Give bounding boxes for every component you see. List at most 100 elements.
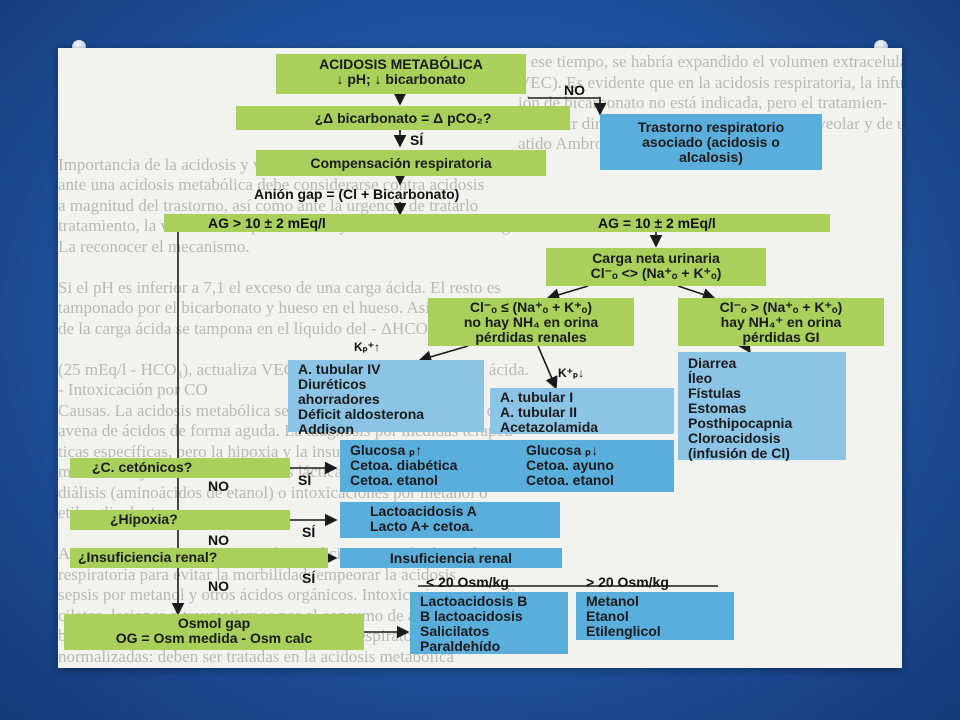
carga-neta-urinaria-box: Carga neta urinaria Cl⁻ₒ <> (Na⁺ₒ + K⁺ₒ) xyxy=(546,248,766,286)
acidosis-title: ACIDOSIS METABÓLICA xyxy=(319,56,483,72)
background-text-line: normalizadas: deben ser tratadas en la a… xyxy=(58,646,455,666)
label-no-4: NO xyxy=(208,578,229,594)
osmol-gap-box: Osmol gap OG = Osm medida - Osm calc xyxy=(64,614,364,650)
cl-le-line2: no hay NH₄ en orina xyxy=(463,314,599,330)
cl-gt-line3: pérdidas GI xyxy=(742,329,820,345)
glucosa-down-line: Glucosa ₚ↓ xyxy=(526,442,599,458)
background-text-line: Si el pH es inferior a 7,1 el exceso de … xyxy=(58,277,501,297)
ag-high-label: AG > 10 ± 2 mEq/l xyxy=(208,215,326,231)
diarrea-line: Cloroacidosis xyxy=(688,430,781,446)
compensacion-text: Compensación respiratoria xyxy=(310,154,492,171)
label-si-3: SÍ xyxy=(302,524,316,540)
glucosa-up-line: Cetoa. diabética xyxy=(350,457,458,473)
lacto-b-line: Paraldehído xyxy=(420,638,501,654)
label-si-1: SÍ xyxy=(410,132,424,148)
glucosa-up-line: Glucosa ₚ↑ xyxy=(350,442,423,458)
cl-gt-line1: Cl⁻ₒ > (Na⁺ₒ + K⁺ₒ) xyxy=(719,299,843,315)
insuficiencia-question: ¿Insuficiencia renal? xyxy=(70,548,328,568)
background-text-line: de la carga ácida se tampona en el líqui… xyxy=(58,318,506,338)
acidosis-metabolica-box: ACIDOSIS METABÓLICA ↓ pH; ↓ bicarbonato xyxy=(276,54,526,94)
slide: n ese tiempo, se habría expandido el vol… xyxy=(58,48,902,668)
compensacion-respiratoria-box: Compensación respiratoria xyxy=(256,150,546,176)
insuficiencia-renal-text: Insuficiencia renal xyxy=(389,549,513,566)
c-cetonicos-text: ¿C. cetónicos? xyxy=(92,459,193,475)
label-si-2: SÍ xyxy=(298,472,312,488)
diarrea-line: Estomas xyxy=(688,400,747,416)
background-text-line: n ese tiempo, se habría expandido el vol… xyxy=(518,52,902,71)
glucosa-down-line: Cetoa. etanol xyxy=(526,472,614,488)
carga-line1: Carga neta urinaria xyxy=(592,250,720,266)
c-cetonicos-question: ¿C. cetónicos? xyxy=(70,458,290,478)
delta-question-text: ¿Δ bicarbonato = Δ pCO₂? xyxy=(314,109,492,126)
background-text-line: sepsis por metanol y otros ácidos orgáni… xyxy=(58,585,522,604)
diarrea-line: Diarrea xyxy=(688,355,737,371)
tubular-iv-line: ahorradores xyxy=(298,391,380,407)
insuficiencia-renal-box: Insuficiencia renal xyxy=(340,548,562,568)
cl-le-line3: pérdidas renales xyxy=(475,329,587,345)
tubular-iv-line: A. tubular IV xyxy=(298,361,381,377)
metanol-line: Etanol xyxy=(586,608,629,624)
hipoxia-text: ¿Hipoxia? xyxy=(110,511,178,527)
tubular-i-line: A. tubular II xyxy=(500,404,577,420)
osmol-line1: Osmol gap xyxy=(177,615,251,631)
anion-gap-formula: Anión gap = (Cl + Bicarbonato) xyxy=(254,186,460,202)
cl-le-line1: Cl⁻ₒ ≤ (Na⁺ₒ + K⁺ₒ) xyxy=(469,299,593,315)
trastorno-respiratorio-box: Trastorno respiratorio asociado (acidosi… xyxy=(600,114,822,170)
diarrea-line: Fístulas xyxy=(688,385,741,401)
background-text-line: ión de bicarbonato no está indicada, per… xyxy=(518,93,888,112)
hipoxia-question: ¿Hipoxia? xyxy=(70,510,290,530)
lacto-b-line: B lactoacidosis xyxy=(420,608,523,624)
acidosis-subtitle: ↓ pH; ↓ bicarbonato xyxy=(336,71,466,87)
glucosa-down-line: Cetoa. ayuno xyxy=(526,457,614,473)
metanol-line: Metanol xyxy=(586,593,639,609)
tubular-i-line: Acetazolamida xyxy=(500,419,599,435)
delta-bicarbonato-question: ¿Δ bicarbonato = Δ pCO₂? xyxy=(236,106,570,130)
label-no-3: NO xyxy=(208,532,229,548)
cl-gt-line2: hay NH₄⁺ en orina xyxy=(720,314,842,330)
cl-gt-box: Cl⁻ₒ > (Na⁺ₒ + K⁺ₒ) hay NH₄⁺ en orina pé… xyxy=(678,298,884,346)
diarrea-line: Posthipocapnia xyxy=(688,415,793,431)
diarrea-line: Íleo xyxy=(688,370,713,386)
lacto-b-line: Salicilatos xyxy=(420,623,490,639)
label-si-4: SÍ xyxy=(302,570,316,586)
background-text-line: La reconocer el mecanismo. xyxy=(58,236,250,256)
kp-down-label: K⁺ₚ↓ xyxy=(558,366,585,380)
metanol-line: Etilenglicol xyxy=(586,623,661,639)
cl-le-box: Cl⁻ₒ ≤ (Na⁺ₒ + K⁺ₒ) no hay NH₄ en orina … xyxy=(428,298,634,346)
osmol-line2: OG = Osm medida - Osm calc xyxy=(115,630,313,646)
background-text-line: tamponado por el bicarbonato y hueso en … xyxy=(58,298,522,317)
background-text-line: respiratoria para evitar la morbilidad: … xyxy=(58,564,456,584)
label-no-2: NO xyxy=(208,478,229,494)
kp-up-label: Kₚ⁺↑ xyxy=(354,340,381,354)
glucosa-up-line: Cetoa. etanol xyxy=(350,472,438,488)
trastorno-text: Trastorno respiratorio asociado (acidosi… xyxy=(637,118,785,165)
background-text-line: a magnitud del trastorno, así como ante … xyxy=(58,195,479,215)
tubular-iv-line: Addison xyxy=(298,421,354,437)
osm-low-label: < 20 Osm/kg xyxy=(426,574,509,590)
ag-bar xyxy=(164,214,830,232)
tubular-iv-line: Diuréticos xyxy=(298,376,367,392)
background-text-line: VEC). Es evidente que en la acidosis res… xyxy=(518,72,902,92)
osm-high-label: > 20 Osm/kg xyxy=(586,574,669,590)
carga-line2: Cl⁻ₒ <> (Na⁺ₒ + K⁺ₒ) xyxy=(590,265,722,281)
lactoacidosis-line: Lacto A+ cetoa. xyxy=(370,518,474,534)
label-no-1: NO xyxy=(564,82,585,98)
lacto-b-line: Lactoacidosis B xyxy=(420,593,528,609)
tubular-i-line: A. tubular I xyxy=(500,389,574,405)
insuficiencia-q-text: ¿Insuficiencia renal? xyxy=(78,549,218,565)
background-text-line: ante una acidosis metabólica debe consid… xyxy=(58,175,485,194)
tubular-iv-line: Déficit aldosterona xyxy=(298,406,425,422)
background-text-line: - Intoxicación por CO xyxy=(58,380,208,399)
lactoacidosis-line: Lactoacidosis A xyxy=(370,503,477,519)
diarrea-line: (infusión de Cl) xyxy=(688,445,790,461)
ag-normal-label: AG = 10 ± 2 mEq/l xyxy=(598,215,716,231)
